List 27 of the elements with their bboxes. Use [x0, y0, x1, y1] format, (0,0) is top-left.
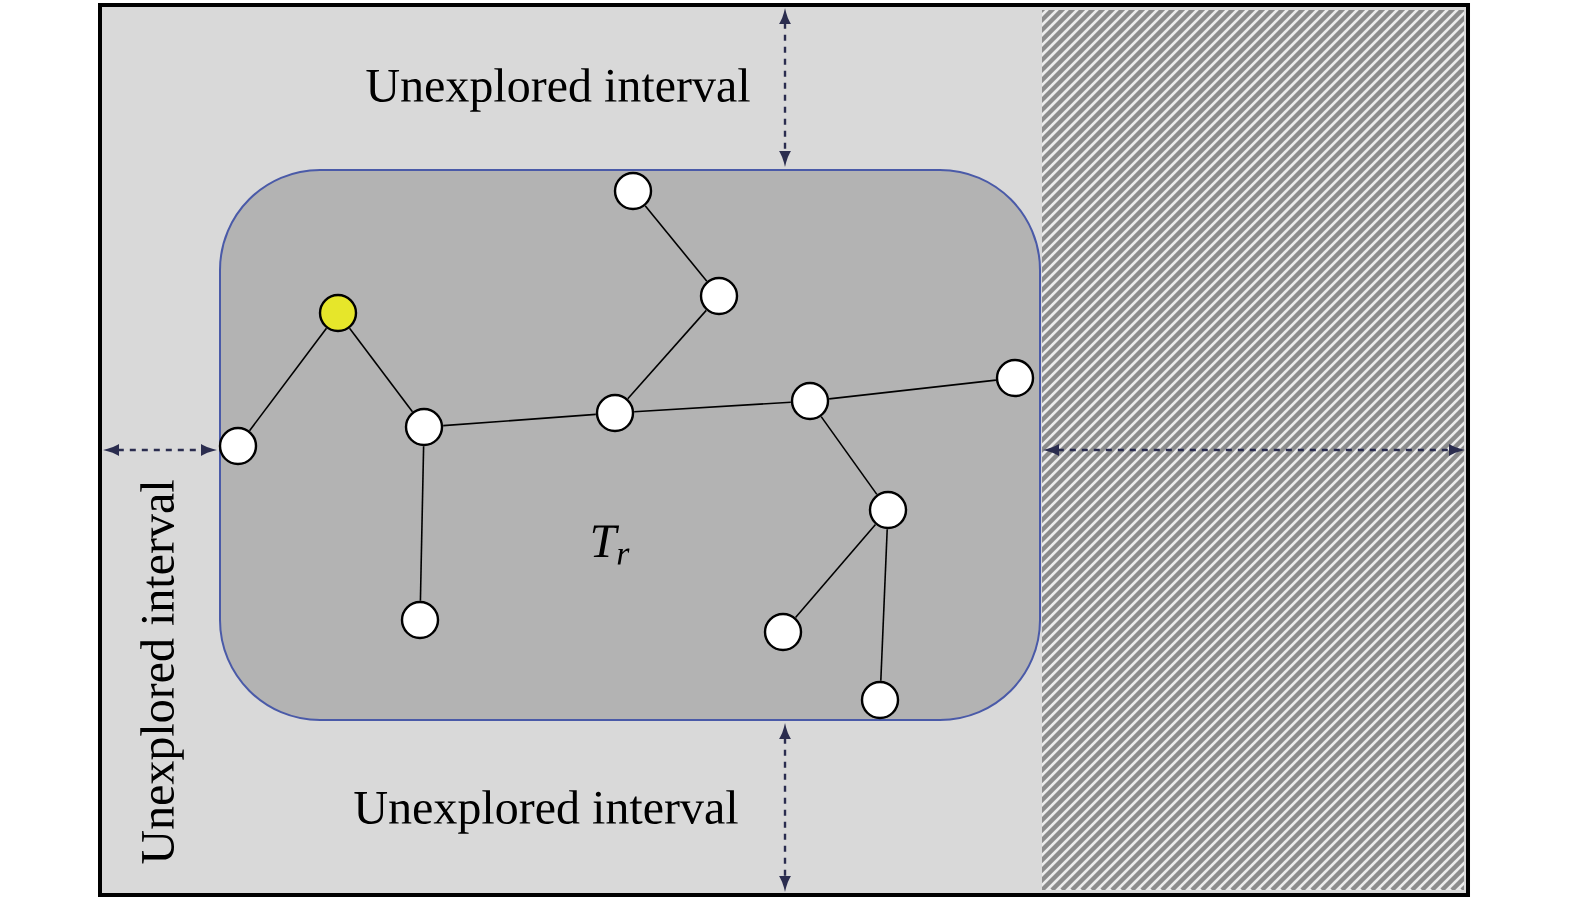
tree-edge [348, 327, 414, 413]
tree-edge [626, 309, 708, 400]
tree-vertex [868, 490, 908, 530]
tree-vertex [699, 276, 739, 316]
tree-vertex [400, 600, 440, 640]
tree-edge [828, 379, 997, 400]
tree-edge [419, 445, 425, 602]
tree-edge [442, 413, 597, 427]
tree-edge [644, 205, 708, 282]
tree-vertex [595, 393, 635, 433]
interval-label: Unexplored interval [354, 790, 738, 834]
tree-vertex [790, 381, 830, 421]
tree-vertex [860, 680, 900, 720]
tree-edge [880, 528, 888, 682]
tree-vertex [613, 171, 653, 211]
interval-label: Unexplored interval [140, 480, 184, 864]
tree-edge [248, 327, 328, 432]
tree-vertex [763, 612, 803, 652]
tree-vertex [218, 426, 258, 466]
tree-edge [794, 523, 877, 619]
region-box: T$_{r}$ [219, 169, 1041, 721]
tree-vertex [995, 358, 1035, 398]
tree-edge [820, 415, 878, 496]
tree-vertex [318, 293, 358, 333]
tree-vertex [404, 407, 444, 447]
interval-label: Unexplored interval [366, 68, 750, 112]
tree-edge [633, 401, 792, 413]
